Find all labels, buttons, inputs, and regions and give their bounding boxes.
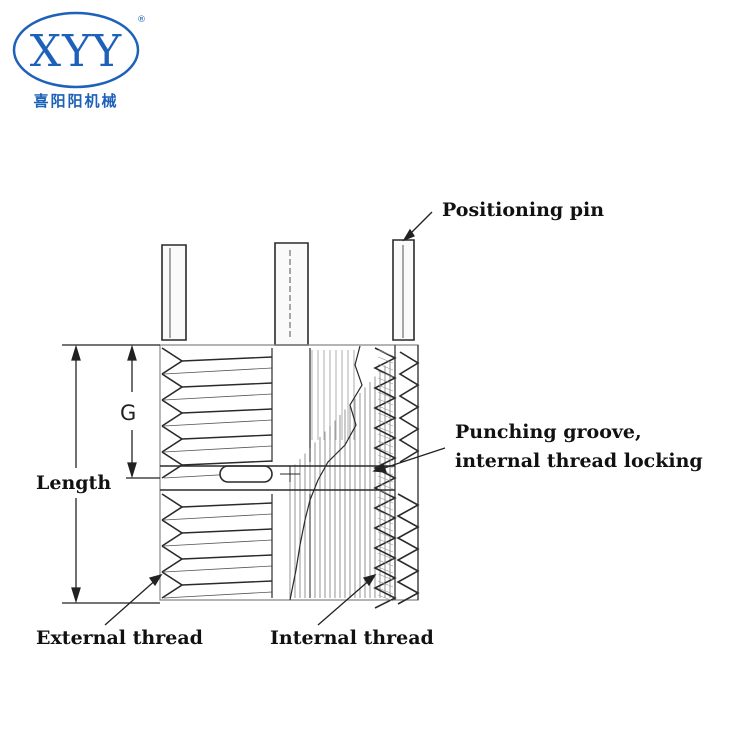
thread-crest — [181, 382, 273, 388]
internal-thread-label: Internal thread — [270, 627, 434, 649]
g-label: G — [120, 401, 136, 425]
thread-crest — [181, 434, 273, 440]
section-hatch — [377, 594, 394, 602]
section-hatch — [377, 559, 394, 567]
section-hatch — [377, 447, 394, 455]
section-hatch — [377, 356, 394, 364]
thread-crest — [181, 460, 273, 466]
thread-root — [163, 539, 273, 547]
thread-crest — [181, 554, 273, 560]
section-hatch — [377, 482, 394, 490]
section-hatch — [377, 349, 394, 357]
pin-left — [161, 244, 187, 341]
section-hatch — [377, 419, 394, 427]
dimension-lines — [62, 344, 160, 604]
punching-groove-label-line1: Punching groove, — [455, 421, 642, 443]
section-hatch — [377, 545, 394, 553]
section-hatch — [377, 587, 394, 595]
right-cross-section — [373, 345, 420, 609]
thread-root — [163, 565, 273, 573]
section-hatch — [377, 363, 394, 371]
section-hatch — [377, 531, 394, 539]
thread-root — [163, 591, 273, 599]
logo-chinese-name: 喜阳阳机械 — [33, 92, 118, 110]
external-thread-lower — [161, 493, 311, 599]
section-hatch — [377, 503, 394, 511]
section-hatch — [377, 524, 394, 532]
external-thread-label: External thread — [36, 627, 203, 649]
section-hatch — [377, 496, 394, 504]
section-thread — [398, 351, 420, 463]
pin-center — [274, 242, 309, 346]
punching-groove-leader — [377, 447, 446, 471]
section-hatch — [377, 405, 394, 413]
section-hatch — [377, 454, 394, 462]
internal-thread-leader — [317, 577, 373, 626]
thread-crest — [181, 502, 273, 508]
thread-root — [163, 445, 273, 453]
section-hatch — [377, 377, 394, 385]
length-label: Length — [36, 472, 111, 494]
thread-crest — [181, 356, 273, 362]
section-hatch — [377, 370, 394, 378]
registered-mark: ® — [137, 15, 146, 25]
positioning-pin-label: Positioning pin — [442, 199, 604, 221]
section-hatch — [377, 440, 394, 448]
section-hatch — [377, 384, 394, 392]
section-hatch — [377, 580, 394, 588]
punching-groove-slot — [219, 465, 273, 483]
section-hatch — [377, 566, 394, 574]
section-hatch — [377, 412, 394, 420]
pin-right — [392, 239, 415, 341]
thread-root — [163, 419, 273, 427]
thread-crest — [181, 528, 273, 534]
insert-outline — [159, 344, 419, 601]
thread-crest — [181, 408, 273, 414]
section-hatch — [377, 433, 394, 441]
leader-lines — [104, 211, 446, 626]
punching-groove-label-line2: internal thread locking — [455, 450, 703, 472]
section-hatch — [377, 398, 394, 406]
thread-root — [163, 393, 273, 401]
external-thread-upper — [161, 347, 311, 479]
external-thread-leader — [104, 577, 159, 626]
logo-ellipse — [12, 11, 140, 89]
insert-drawing — [159, 239, 420, 609]
section-hatch — [377, 510, 394, 518]
thread-crest — [181, 580, 273, 586]
section-thread — [396, 493, 420, 605]
thread-profile — [161, 347, 184, 479]
section-hatch — [377, 475, 394, 483]
thread-profile — [161, 493, 184, 599]
logo-text: XYY — [30, 26, 122, 77]
thread-root — [163, 513, 273, 521]
thread-root — [163, 367, 273, 375]
section-hatch — [377, 426, 394, 434]
section-hatch — [377, 489, 394, 497]
positioning-pins — [161, 239, 415, 346]
cutaway-edge — [289, 345, 363, 601]
section-hatch — [377, 552, 394, 560]
section-hatch — [377, 573, 394, 581]
logo: XYY ® 喜阳阳机械 — [12, 11, 146, 110]
section-hatch — [377, 461, 394, 469]
section-hatch — [377, 391, 394, 399]
section-hatch — [377, 538, 394, 546]
section-hatch — [377, 517, 394, 525]
